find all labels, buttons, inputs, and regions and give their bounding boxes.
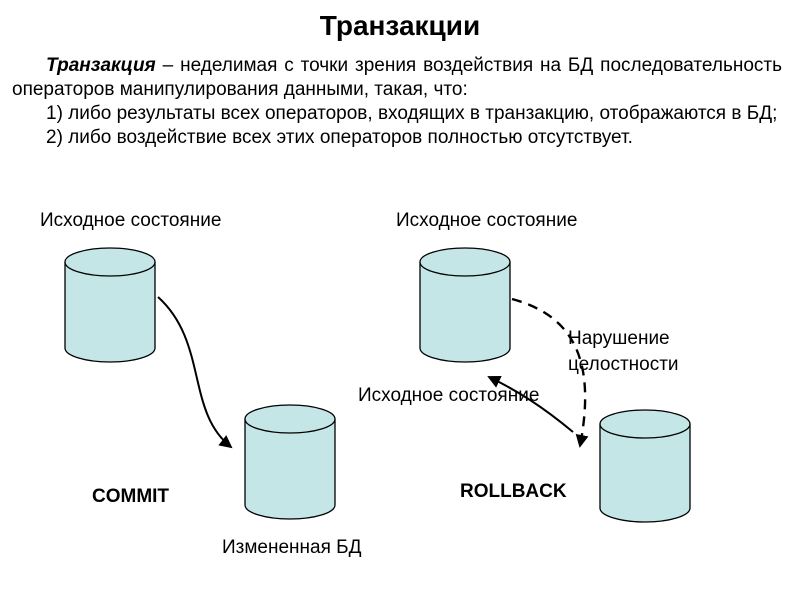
database-cylinder-icon <box>419 262 511 363</box>
initial-state-label-right: Исходное состояние <box>396 210 578 231</box>
commit-arrow <box>157 296 233 449</box>
definition-text: – неделимая с точки зрения воздействия н… <box>12 55 782 100</box>
database-cylinder-icon <box>244 419 336 520</box>
commit-label: COMMIT <box>92 486 170 507</box>
changed-db-label: Измененная БД <box>222 537 362 558</box>
cylinder-top <box>599 409 691 439</box>
cylinder-top <box>64 247 156 277</box>
violation-label: Нарушение целостности <box>568 328 679 375</box>
database-cylinder-icon <box>599 424 691 523</box>
slide-title: Транзакции <box>319 10 481 41</box>
initial-state-label-left: Исходное состояние <box>40 210 222 231</box>
clause-2: 2) либо воздействие всех этих операторов… <box>46 127 633 148</box>
changed-db-cylinder <box>244 404 336 520</box>
rollback-diagram <box>419 247 691 523</box>
cylinder-top <box>419 247 511 277</box>
returned-state-label: Исходное состояние <box>358 385 540 406</box>
definition-block: Транзакция – неделимая с точки зрения во… <box>12 54 782 150</box>
rollback-arrow <box>487 375 574 433</box>
definition-paragraph: Транзакция – неделимая с точки зрения во… <box>12 54 782 102</box>
clause-1: 1) либо результаты всех операторов, вход… <box>46 103 778 124</box>
cylinder-top <box>244 404 336 434</box>
rollback-label: ROLLBACK <box>460 481 567 502</box>
rollback-db-cylinder <box>599 409 691 523</box>
definition-term: Транзакция <box>46 55 156 76</box>
commit-diagram <box>64 247 336 520</box>
initial-db-cylinder-left <box>64 247 156 363</box>
database-cylinder-icon <box>64 262 156 363</box>
initial-db-cylinder-right <box>419 247 511 363</box>
violation-dashed-arrow <box>511 297 589 448</box>
